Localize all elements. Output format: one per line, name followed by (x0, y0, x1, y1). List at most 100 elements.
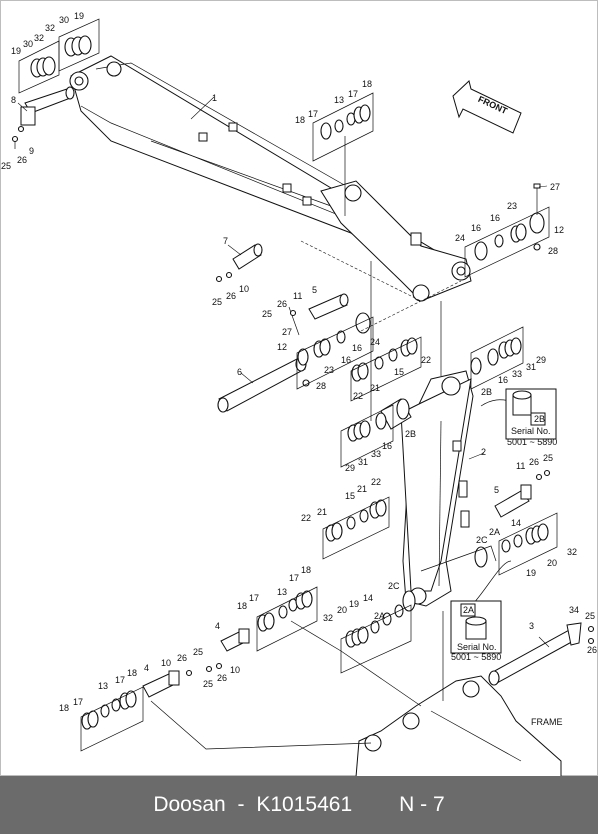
callout-26-right: 26 (587, 645, 597, 655)
callout-17-mid2: 17 (289, 573, 299, 583)
callout-18-mid: 18 (237, 601, 247, 611)
footer-separator: - (231, 793, 251, 816)
callout-16-arm: 16 (498, 375, 508, 385)
callout-22-arm: 22 (371, 477, 381, 487)
serial-2b-title: Serial No. (511, 426, 551, 436)
serial-2a-title: Serial No. (457, 642, 497, 652)
callout-31-arm2: 31 (358, 457, 368, 467)
serial-2a-range: 5001 ~ 5890 (451, 652, 501, 662)
callout-18-mid2: 18 (301, 565, 311, 575)
callout-33-arm: 33 (512, 369, 522, 379)
callout-4-lower: 4 (144, 663, 149, 673)
shim-stack-middle (297, 312, 418, 382)
boom-part-1 (69, 55, 472, 302)
bolts-and-nuts (11, 125, 595, 677)
callout-25-arm: 25 (543, 453, 553, 463)
callout-18-lower: 18 (59, 703, 69, 713)
callout-26-top: 26 (17, 155, 27, 165)
leader-lines (17, 96, 550, 648)
callout-32-lower: 32 (323, 613, 333, 623)
shim-stack-top-left (30, 35, 92, 78)
callout-2A-lower: 2A (374, 611, 385, 621)
serial-2a-code: 2A (463, 605, 474, 615)
pin-8 (20, 86, 75, 126)
callout-5-lower: 5 (494, 485, 499, 495)
callout-14-arm: 14 (511, 518, 521, 528)
pin-4-lower (142, 670, 180, 698)
page-footer: Doosan - K1015461 N - 7 (0, 776, 598, 834)
callout-23-upper: 23 (507, 201, 517, 211)
callout-25-top: 25 (1, 161, 11, 171)
callout-10-upper: 10 (239, 284, 249, 294)
callout-31-arm: 31 (526, 362, 536, 372)
shim-stack-upper-right (320, 104, 545, 261)
callout-10-lower: 10 (161, 658, 171, 668)
callout-30-left: 30 (23, 39, 33, 49)
callout-2C-lower: 2C (388, 581, 400, 591)
callout-25-lower: 25 (193, 647, 203, 657)
callout-19-lower: 19 (349, 599, 359, 609)
callout-16-upper: 16 (471, 223, 481, 233)
callout-2B-arm: 2B (405, 429, 416, 439)
callout-30-top: 30 (59, 15, 69, 25)
callout-18-upper2: 18 (295, 115, 305, 125)
callout-17-lower2: 17 (115, 675, 125, 685)
callout-22-mid: 22 (421, 355, 431, 365)
footer-page: N - 7 (399, 793, 445, 816)
callout-25-lower2: 25 (203, 679, 213, 689)
callout-19-arm: 19 (526, 568, 536, 578)
callout-19-top: 19 (74, 11, 84, 21)
callout-14-lower: 14 (363, 593, 373, 603)
callout-26-lower: 26 (177, 653, 187, 663)
shim-stack-arm-middle (325, 499, 549, 553)
callout-17-upper2: 17 (308, 109, 318, 119)
serial-box-2B: 2B Serial No. 5001 ~ 5890 (505, 388, 557, 447)
callout-18-upper: 18 (362, 79, 372, 89)
callout-23-mid: 23 (324, 365, 334, 375)
bushing-2A (402, 546, 488, 612)
pin-6 (217, 356, 307, 413)
callout-11-upper: 11 (293, 291, 302, 301)
footer-brand: Doosan (153, 793, 226, 816)
callout-22-arm2: 22 (301, 513, 311, 523)
callout-20-arm: 20 (547, 558, 557, 568)
callout-24-mid: 24 (370, 337, 380, 347)
callout-32-top: 32 (45, 23, 55, 33)
callout-numbers: 1 2 2A 2A 2B 2B 2C 2C 4 4 5 5 6 7 8 9 10… (1, 11, 597, 713)
callout-28-mid: 28 (316, 381, 326, 391)
callout-1: 1 (212, 93, 217, 103)
callout-21-mid: 21 (370, 383, 380, 393)
callout-18-lower2: 18 (127, 668, 137, 678)
callout-8: 8 (11, 95, 16, 105)
callout-17-upper: 17 (348, 89, 358, 99)
callout-16-mid2: 16 (352, 343, 362, 353)
callout-27-mid: 27 (282, 327, 292, 337)
callout-7: 7 (223, 236, 228, 246)
callout-15-mid: 15 (394, 367, 404, 377)
serial-2b-range: 5001 ~ 5890 (507, 437, 557, 447)
callout-16-arm2: 16 (382, 441, 392, 451)
pin-7 (232, 243, 263, 270)
callout-25-right: 25 (585, 611, 595, 621)
callout-34: 34 (569, 605, 579, 615)
callout-17-mid: 17 (249, 593, 259, 603)
callout-2C-arm: 2C (476, 535, 488, 545)
callout-20-lower: 20 (337, 605, 347, 615)
parts-diagram-frame: FRONT 2B Serial No. 5001 ~ 5890 2A Seria… (0, 0, 598, 777)
callout-29-arm2: 29 (345, 463, 355, 473)
callout-32-arm: 32 (567, 547, 577, 557)
callout-25-mid2: 25 (262, 309, 272, 319)
callout-13-upper: 13 (334, 95, 344, 105)
callout-15-arm: 15 (345, 491, 355, 501)
callout-33-arm2: 33 (371, 449, 381, 459)
arm-part-2 (400, 370, 474, 607)
callout-22-mid2: 22 (353, 391, 363, 401)
callout-13-lower: 13 (98, 681, 108, 691)
callout-17-lower: 17 (73, 697, 83, 707)
serial-2b-code: 2B (534, 414, 545, 424)
pin-5-lower (494, 484, 532, 518)
pin-5-upper (308, 293, 349, 320)
callout-21-arm: 21 (357, 484, 367, 494)
callout-12-upper: 12 (554, 225, 564, 235)
callout-5-upper: 5 (312, 285, 317, 295)
